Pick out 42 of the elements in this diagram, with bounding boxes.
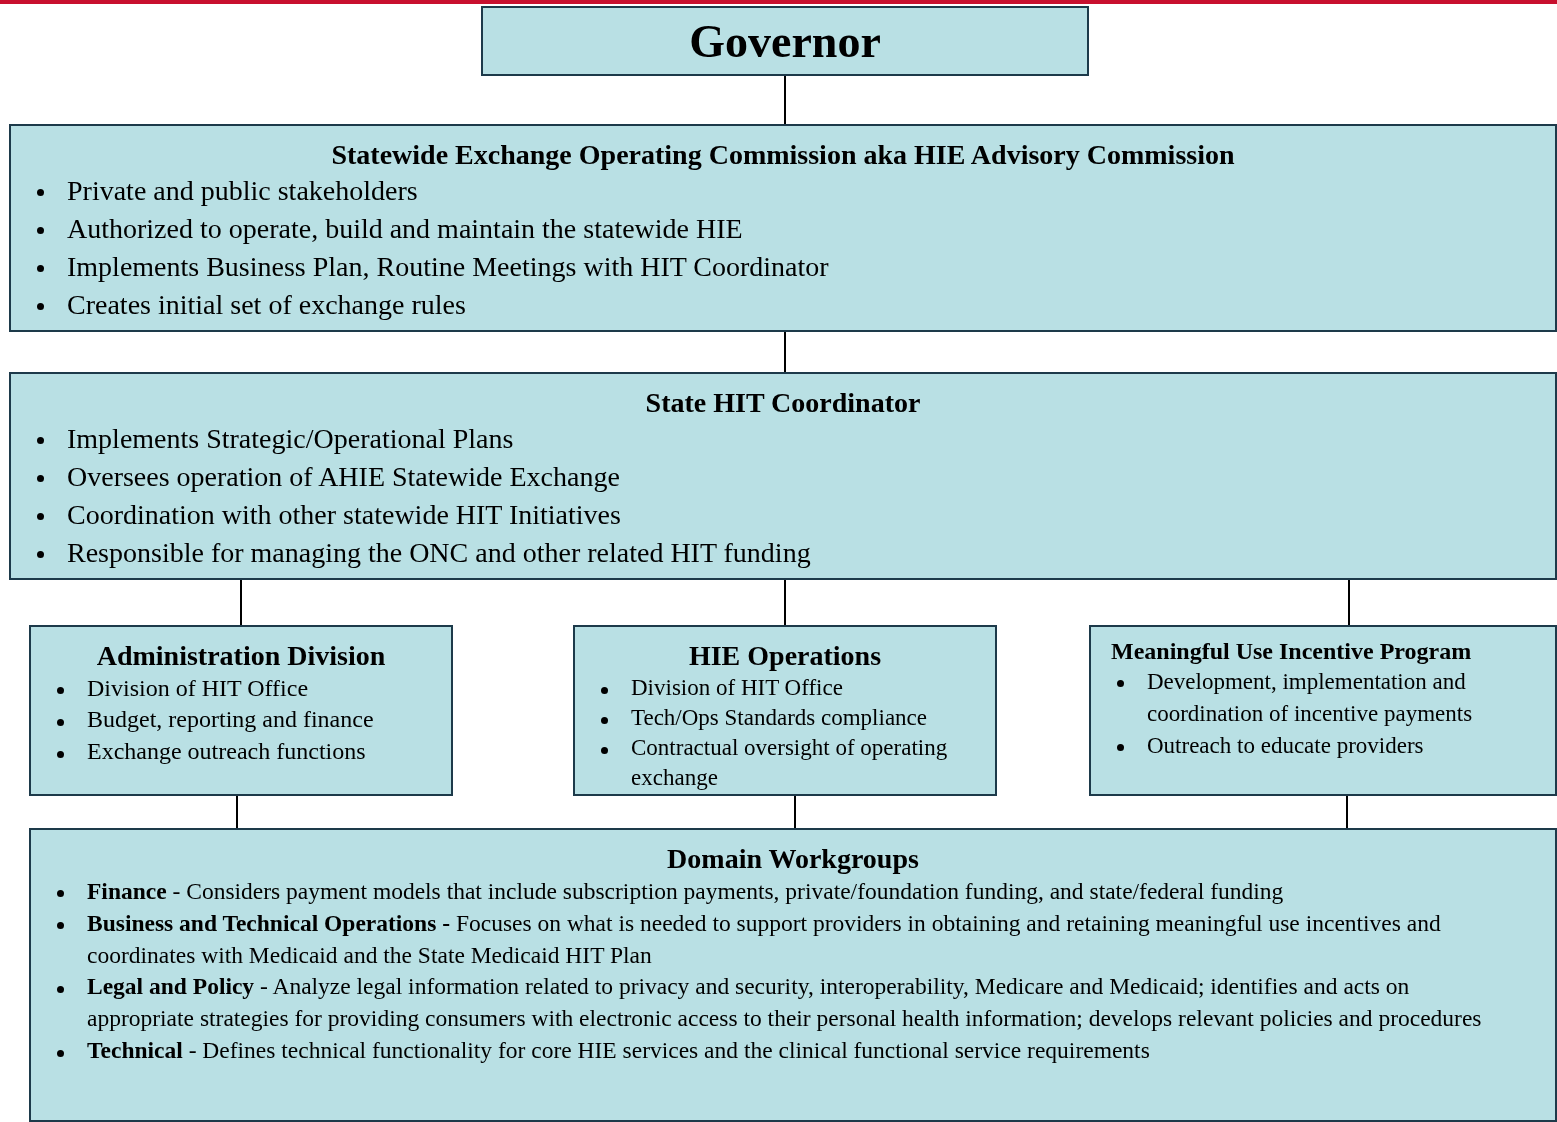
connector-line [794, 795, 796, 829]
org-box [1089, 625, 1557, 796]
bullet-item: Outreach to educate providers [1147, 729, 1515, 762]
connector-line [236, 795, 238, 829]
bullet-item: Exchange outreach functions [87, 735, 411, 768]
box-heading: Meaningful Use Incentive Program [1111, 637, 1473, 666]
connector-line [1348, 579, 1350, 626]
org-box [9, 124, 1557, 332]
org-box [29, 625, 453, 796]
org-box [573, 625, 997, 796]
bullet-item: Legal and Policy - Analyze legal information related to privacy and security, interoperability, Medicare and Medicaid; identifies and acts on appropriate strategies for providing consumers with electronic access to their personal health information; develops relevant policies and procedures [87, 971, 1515, 1036]
bullet-item: Authorized to operate, build and maintain the statewide HIE [67, 209, 1515, 248]
bullet-item: Budget, reporting and finance [87, 704, 411, 736]
box-heading: HIE Operations [687, 639, 883, 673]
box-heading: Statewide Exchange Operating Commission aka HIE Advisory Commission [330, 138, 1236, 172]
bullet-item: Contractual oversight of operating exchange [631, 732, 955, 794]
bullet-item: Business and Technical Operations - Focuses on what is needed to support providers in obtaining and retaining meaningful use incentives and coordinates with Medicaid and the State Medicaid HIT Plan [87, 907, 1515, 972]
bullet-item: Implements Business Plan, Routine Meetings with HIT Coordinator [67, 247, 1515, 286]
bullet-item: Division of HIT Office [87, 672, 411, 705]
bullet-item: Coordination with other statewide HIT Initiatives [67, 495, 1515, 534]
bullet-item: Oversees operation of AHIE Statewide Exchange [67, 457, 1515, 496]
connector-line [240, 579, 242, 626]
connector-line [1346, 795, 1348, 829]
connector-line [784, 579, 786, 626]
bullet-item: Private and public stakeholders [67, 171, 1515, 210]
bullet-item: Technical - Defines technical functionality for core HIE services and the clinical functional service requirements [87, 1035, 1515, 1068]
title-heading: Governor [688, 15, 882, 69]
bullet-item: Creates initial set of exchange rules [67, 285, 1515, 324]
box-heading: Domain Workgroups [666, 842, 920, 876]
bullet-item: Tech/Ops Standards compliance [631, 702, 955, 733]
bullet-item: Development, implementation and coordination of incentive payments [1147, 665, 1515, 730]
org-box [481, 6, 1089, 76]
org-box [29, 828, 1557, 1122]
box-heading: Administration Division [95, 639, 387, 673]
bullet-item: Finance - Considers payment models that include subscription payments, private/foundation funding, and state/federal funding [87, 875, 1515, 908]
bullet-item: Division of HIT Office [631, 672, 955, 703]
connector-line [784, 75, 786, 125]
connector-line [784, 331, 786, 373]
org-box [9, 372, 1557, 580]
box-heading: State HIT Coordinator [644, 386, 922, 420]
bullet-item: Implements Strategic/Operational Plans [67, 419, 1515, 458]
bullet-item: Responsible for managing the ONC and other related HIT funding [67, 533, 1515, 572]
